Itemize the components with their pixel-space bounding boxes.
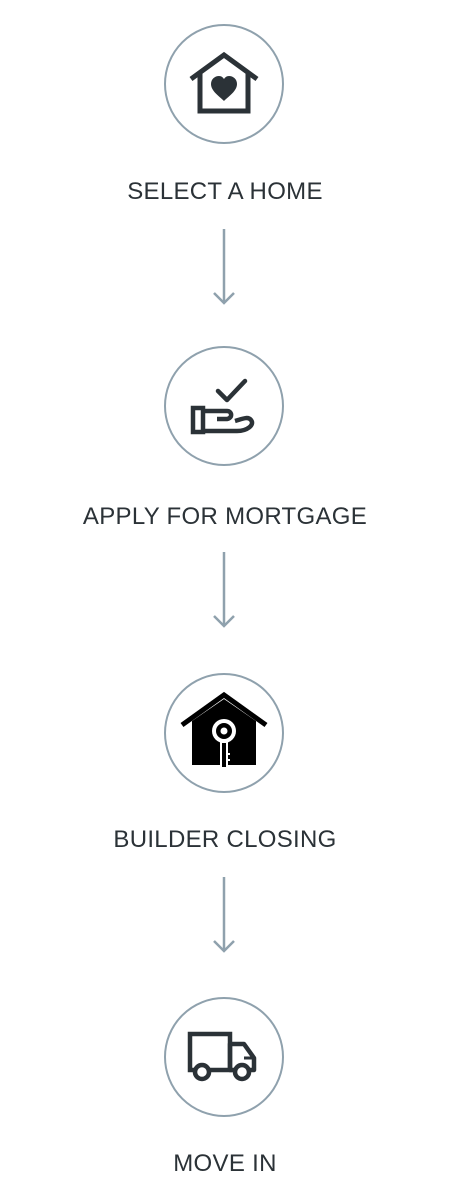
arrow-down-icon: [213, 229, 235, 305]
truck-icon: [187, 1031, 257, 1082]
step-1-circle: [164, 24, 284, 144]
arrow-down-icon: [213, 552, 235, 628]
arrow-down-icon: [213, 877, 235, 953]
step-3-circle: [164, 673, 284, 793]
house-heart-icon: [189, 51, 259, 114]
step-1-label: SELECT A HOME: [127, 178, 323, 205]
hand-check-icon: [190, 378, 255, 435]
step-3-label: BUILDER CLOSING: [113, 826, 337, 853]
step-2-label: APPLY FOR MORTGAGE: [82, 503, 368, 530]
house-key-icon: [180, 691, 268, 769]
step-2-circle: [164, 346, 284, 466]
step-4-label: MOVE IN: [173, 1150, 277, 1177]
step-4-circle: [164, 997, 284, 1117]
